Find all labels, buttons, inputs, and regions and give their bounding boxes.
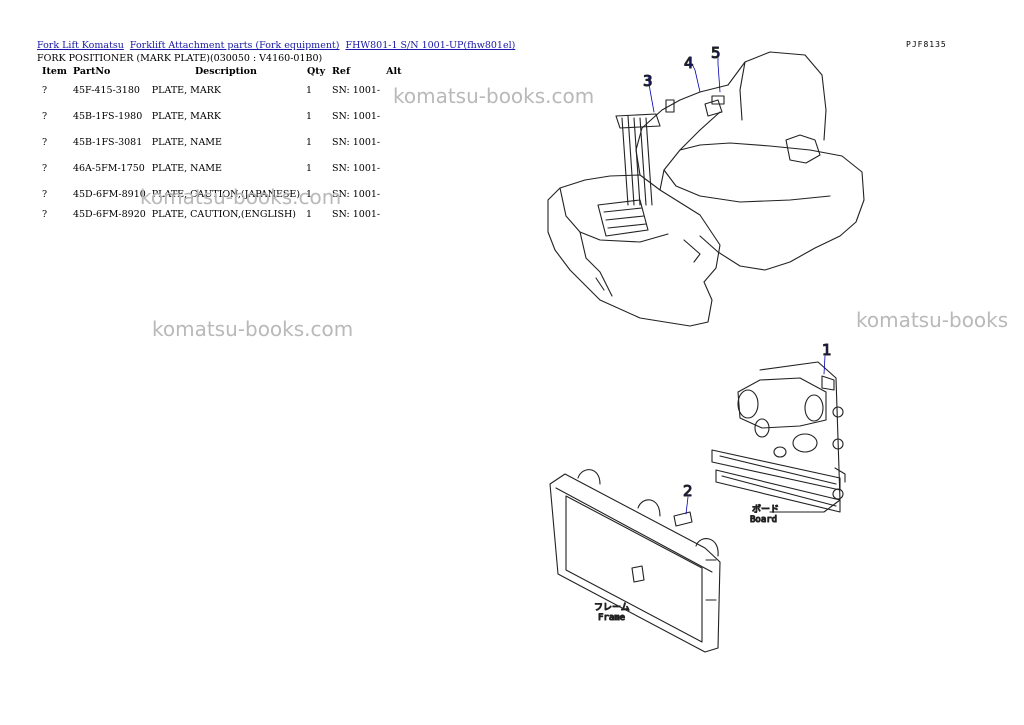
- cell-ref: SN: 1001-: [332, 111, 381, 122]
- breadcrumb-link-attachment[interactable]: Forklift Attachment parts (Fork equipmen…: [129, 40, 340, 51]
- cell-description: PLATE, MARK: [151, 85, 221, 96]
- cell-item: ?: [42, 85, 48, 96]
- breadcrumb: Fork Lift Komatsu Forklift Attachment pa…: [37, 40, 518, 51]
- cell-qty: 1: [306, 163, 313, 174]
- cell-item: ?: [42, 111, 48, 122]
- table-row: ? 45D-6FM-8910 PLATE, CAUTION,(JAPANESE)…: [36, 189, 405, 209]
- cell-partno: 45F-415-3180: [72, 85, 140, 96]
- frame-drawing: [549, 469, 721, 653]
- header-qty: Qty: [306, 66, 326, 77]
- cell-qty: 1: [306, 111, 313, 122]
- header-item: Item: [42, 66, 67, 77]
- cell-description: PLATE, CAUTION,(ENGLISH): [151, 209, 296, 220]
- table-row: ? 45B-1FS-3081 PLATE, NAME 1 SN: 1001-: [36, 137, 405, 163]
- table-row: ? 45D-6FM-8920 PLATE, CAUTION,(ENGLISH) …: [36, 209, 405, 229]
- page-title: FORK POSITIONER (MARK PLATE)(030050 : V4…: [37, 53, 323, 64]
- table-row: ? 45B-1FS-1980 PLATE, MARK 1 SN: 1001-: [36, 111, 405, 137]
- header-ref: Ref: [332, 66, 351, 77]
- page-code: PJF8135: [906, 40, 947, 49]
- board-label-jp: ボード: [752, 504, 779, 515]
- cell-partno: 45D-6FM-8910: [72, 189, 146, 200]
- cell-description: PLATE, NAME: [151, 137, 222, 148]
- header-alt: Alt: [386, 66, 402, 77]
- callout-3: 3: [643, 72, 653, 90]
- parts-table: Item PartNo Description Qty Ref Alt ? 45…: [36, 64, 405, 229]
- cell-description: PLATE, NAME: [151, 163, 222, 174]
- board-label-en: Board: [750, 515, 777, 525]
- cell-item: ?: [42, 209, 48, 220]
- forklift-body-drawing: [547, 51, 865, 327]
- table-row: ? 45F-415-3180 PLATE, MARK 1 SN: 1001-: [36, 85, 405, 111]
- header-partno: PartNo: [72, 66, 111, 77]
- cell-qty: 1: [306, 137, 313, 148]
- cell-qty: 1: [306, 85, 313, 96]
- cell-item: ?: [42, 163, 48, 174]
- cell-ref: SN: 1001-: [332, 189, 381, 200]
- callout-1: 1: [822, 341, 832, 359]
- frame-label-en: Frame: [598, 613, 625, 623]
- callout-5: 5: [711, 44, 721, 62]
- cell-ref: SN: 1001-: [332, 209, 381, 220]
- header-description: Description: [194, 66, 257, 77]
- breadcrumb-link-forklift[interactable]: Fork Lift Komatsu: [37, 40, 124, 51]
- cell-description: PLATE, MARK: [151, 111, 221, 122]
- cell-partno: 46A-5FM-1750: [72, 163, 145, 174]
- fork-positioner-drawing: [711, 361, 846, 513]
- cell-partno: 45B-1FS-3081: [72, 137, 143, 148]
- cell-qty: 1: [306, 209, 313, 220]
- cell-item: ?: [42, 189, 48, 200]
- cell-partno: 45D-6FM-8920: [72, 209, 146, 220]
- cell-ref: SN: 1001-: [332, 137, 381, 148]
- cell-partno: 45B-1FS-1980: [72, 111, 143, 122]
- cell-ref: SN: 1001-: [332, 163, 381, 174]
- cell-item: ?: [42, 137, 48, 148]
- table-header-row: Item PartNo Description Qty Ref Alt: [36, 64, 405, 85]
- breadcrumb-link-model[interactable]: FHW801-1 S/N 1001-UP(fhw801el): [345, 40, 516, 51]
- cell-qty: 1: [306, 189, 313, 200]
- cell-ref: SN: 1001-: [332, 85, 381, 96]
- cell-description: PLATE, CAUTION,(JAPANESE): [151, 189, 301, 200]
- frame-label-jp: フレーム: [594, 602, 630, 613]
- callout-2: 2: [683, 482, 693, 500]
- callout-4: 4: [684, 54, 694, 72]
- table-row: ? 46A-5FM-1750 PLATE, NAME 1 SN: 1001-: [36, 163, 405, 189]
